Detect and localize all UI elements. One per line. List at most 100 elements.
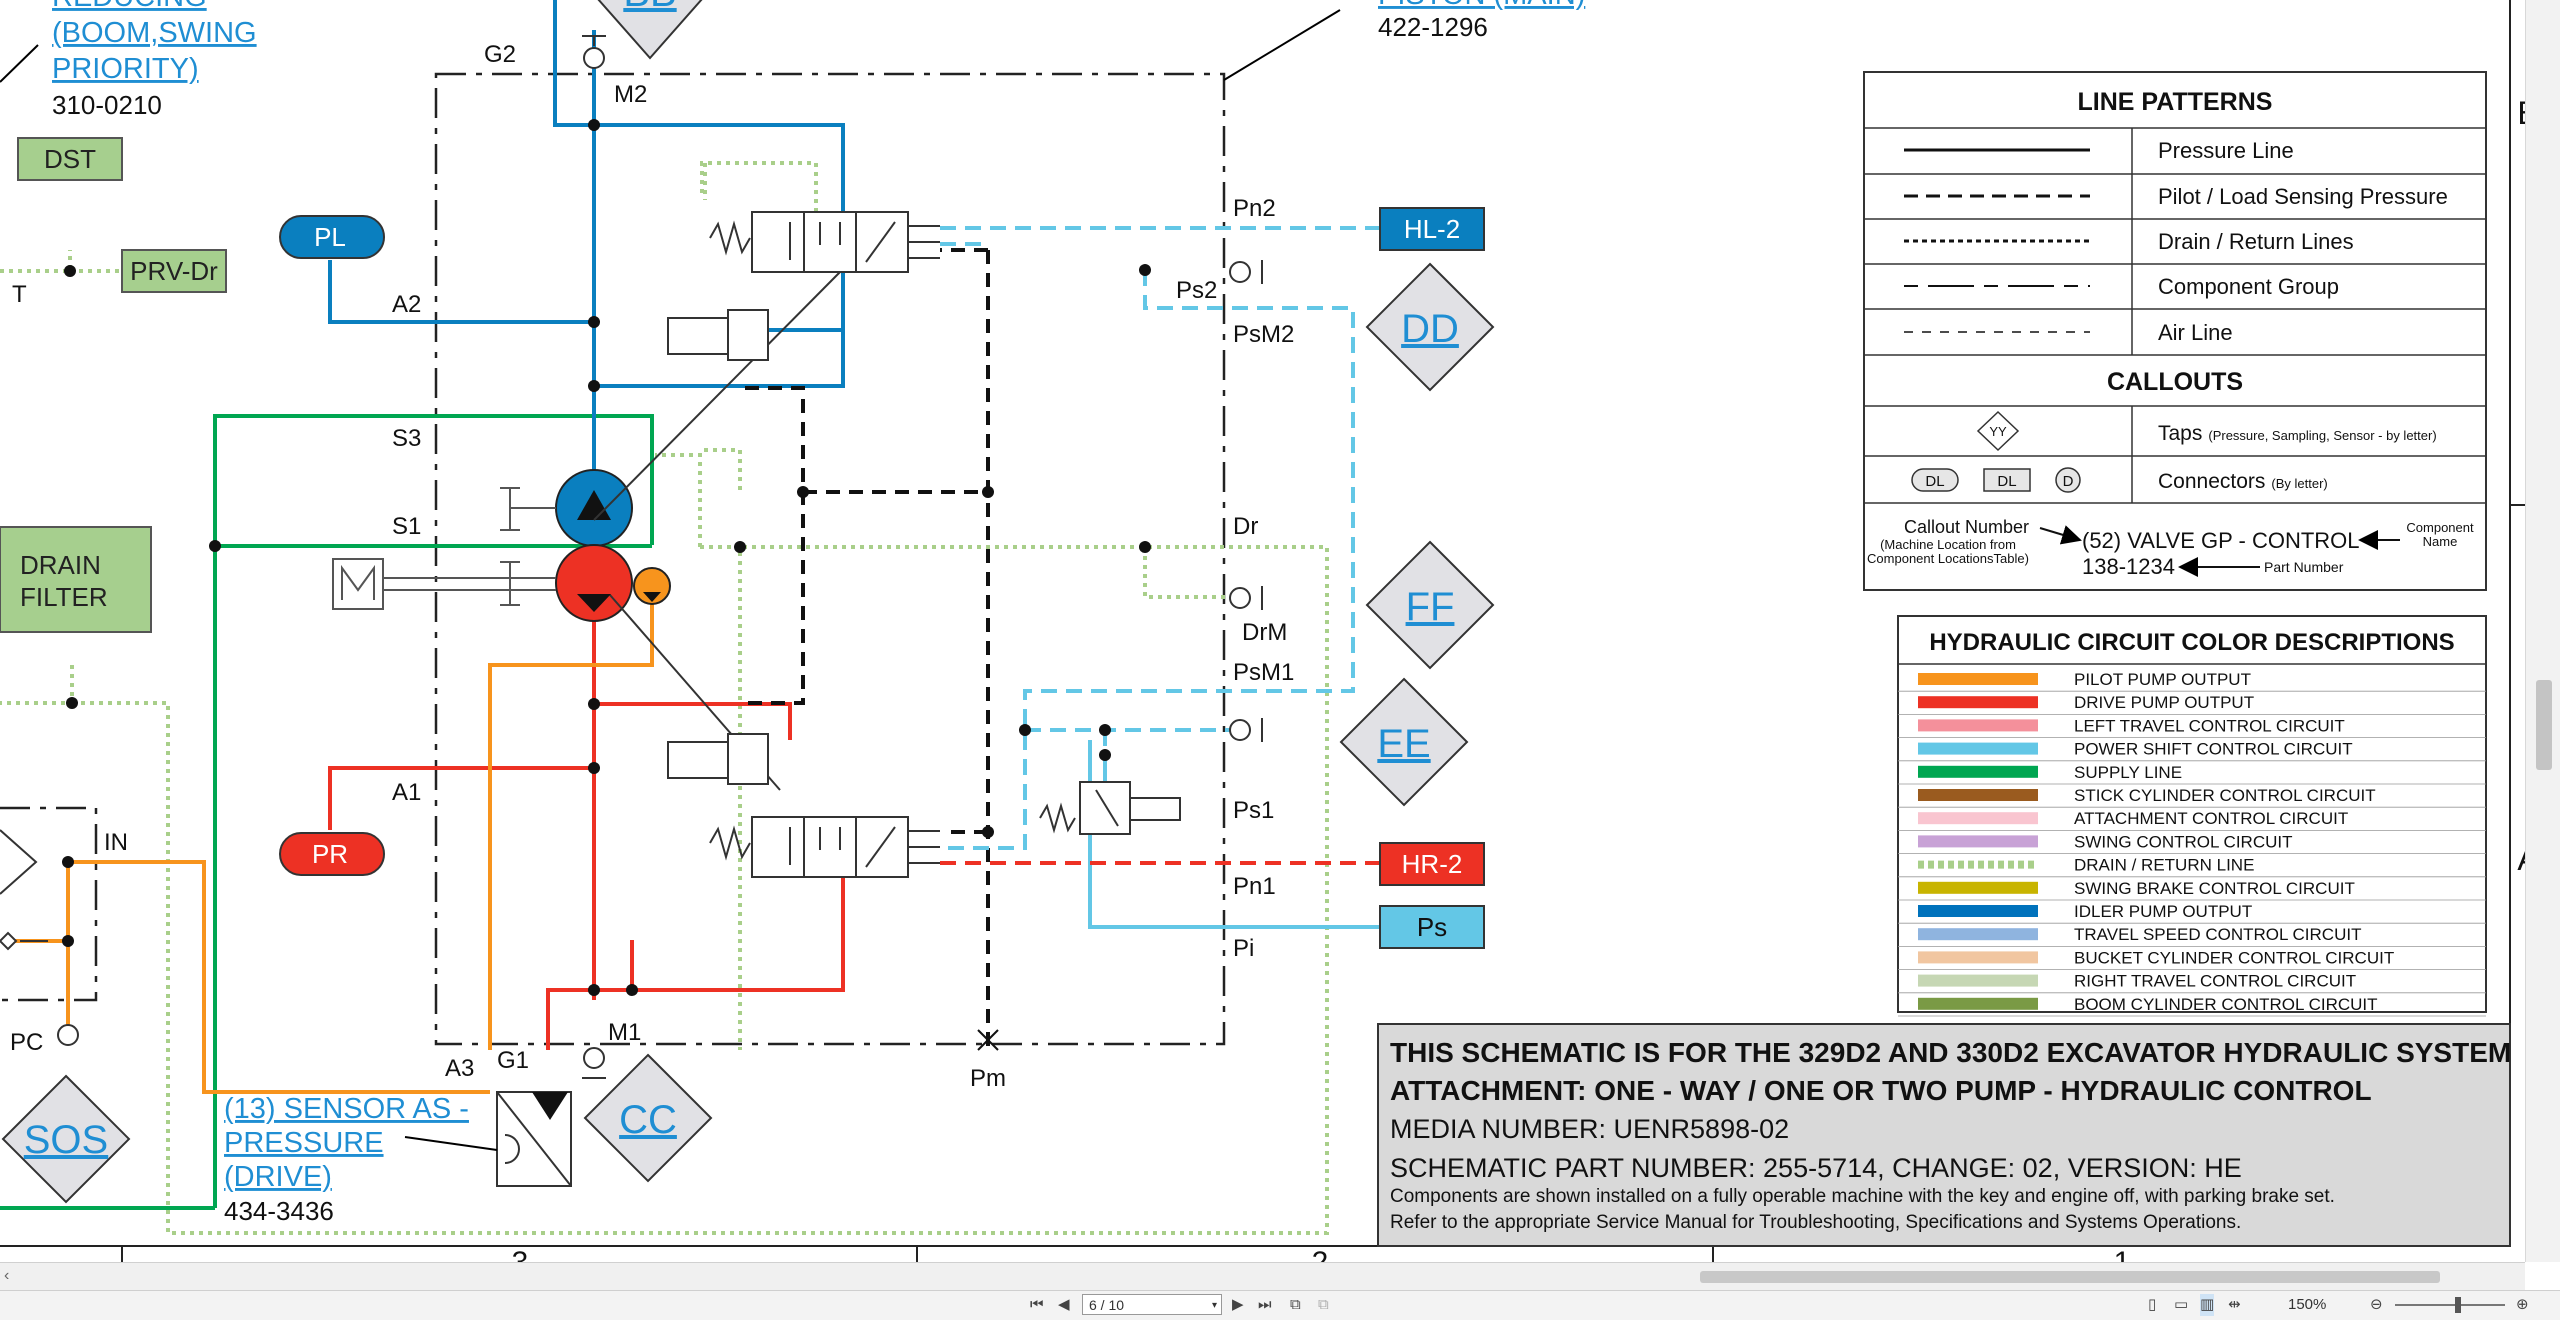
- sensor-link-2[interactable]: PRESSURE: [224, 1127, 384, 1159]
- pilot-pump: [633, 567, 671, 605]
- tap-sos[interactable]: SOS: [1, 1074, 131, 1204]
- paste-page-icon[interactable]: ⧉: [1318, 1296, 1329, 1313]
- pm-tap-cross-2: [977, 1029, 999, 1051]
- single-page-view-icon[interactable]: ▯: [2148, 1296, 2157, 1313]
- tap-dd-label: DD: [1401, 307, 1459, 351]
- tap-dd[interactable]: DD: [1365, 262, 1495, 392]
- callout-number-note-1: (Machine Location from: [1880, 537, 2016, 552]
- connector-dst[interactable]: DST: [17, 137, 123, 181]
- schematic-part-number: SCHEMATIC PART NUMBER: 255-5714, CHANGE:…: [1390, 1153, 2242, 1183]
- first-page-icon[interactable]: ⏮: [1030, 1296, 1044, 1313]
- sensor-link-3[interactable]: (DRIVE): [224, 1161, 332, 1193]
- color-row-label: POWER SHIFT CONTROL CIRCUIT: [2074, 740, 2353, 759]
- supply-lines: [0, 414, 654, 1210]
- horizontal-scrollbar[interactable]: ‹: [0, 1262, 2525, 1291]
- port-a3: A3: [445, 1055, 474, 1082]
- facing-view-icon[interactable]: ▥: [2200, 1294, 2215, 1316]
- port-psm1: PsM1: [1233, 659, 1294, 686]
- tap-ee-label: EE: [1377, 722, 1430, 766]
- port-ps2: Ps2: [1176, 277, 1217, 304]
- reducing-link-3[interactable]: PRIORITY): [52, 53, 199, 85]
- port-drm: DrM: [1242, 619, 1287, 646]
- callout-leader-piston: [1223, 9, 1341, 81]
- connector-prv-dr[interactable]: PRV-Dr: [121, 249, 227, 293]
- prev-page-icon[interactable]: ◀: [1058, 1296, 1070, 1313]
- tap-cc-label: CC: [619, 1098, 677, 1142]
- tap-ee[interactable]: EE: [1339, 677, 1469, 807]
- reducing-link-2[interactable]: (BOOM,SWING: [52, 17, 257, 49]
- connector-pr[interactable]: PR: [279, 832, 385, 876]
- check-valves: [57, 35, 1263, 1079]
- zoom-slider[interactable]: [2395, 1304, 2505, 1306]
- pump-shaft: [383, 487, 556, 606]
- port-m2: M2: [614, 81, 647, 108]
- title-line-1: THIS SCHEMATIC IS FOR THE 329D2 AND 330D…: [1390, 1037, 2511, 1068]
- color-row-label: PILOT PUMP OUTPUT: [2074, 670, 2251, 689]
- continuous-view-icon[interactable]: ▭: [2174, 1296, 2189, 1313]
- zoom-in-icon[interactable]: ⊕: [2516, 1296, 2529, 1313]
- next-page-icon[interactable]: ▶: [1232, 1296, 1244, 1313]
- port-in: IN: [104, 829, 128, 856]
- page-dropdown-icon[interactable]: ▾: [1211, 1300, 1217, 1311]
- callout-leader-reducing: [0, 44, 39, 83]
- vertical-scroll-thumb[interactable]: [2536, 680, 2552, 770]
- pilot-sensing-lines: [745, 248, 990, 1050]
- part-number-label: Part Number: [2264, 559, 2344, 575]
- zoom-out-icon[interactable]: ⊖: [2370, 1296, 2383, 1313]
- pressure-sensor-drive: [496, 1091, 572, 1187]
- connector-hr2[interactable]: HR-2: [1379, 842, 1485, 886]
- connector-dst-label: DST: [44, 144, 96, 174]
- note-2: Refer to the appropriate Service Manual …: [1390, 1212, 2241, 1233]
- connector-ps[interactable]: Ps: [1379, 905, 1485, 949]
- color-row-label: SWING CONTROL CIRCUIT: [2074, 832, 2292, 851]
- port-psm2: PsM2: [1233, 321, 1294, 348]
- zone-letter-a: A: [2517, 841, 2525, 877]
- connector-hl2-label: HL-2: [1404, 214, 1460, 244]
- aux-component-group: [0, 806, 98, 1002]
- color-swatch: [1918, 997, 2038, 1010]
- piston-link[interactable]: PISTON (MAIN): [1378, 0, 1585, 11]
- connector-symbol-1: DL: [1925, 473, 1944, 490]
- connector-pr-label: PR: [312, 839, 348, 869]
- connector-ps-label: Ps: [1417, 912, 1447, 942]
- horizontal-scroll-thumb[interactable]: [1700, 1271, 2440, 1283]
- color-swatch: [1918, 881, 2038, 894]
- color-swatch: [1918, 696, 2038, 709]
- port-labels: G2 M2 A2 S3 S1 A1 A3 G1 M1 Pm Pn2 Ps2 Ps…: [10, 41, 1294, 1092]
- connector-pl[interactable]: PL: [279, 215, 385, 259]
- port-g1: G1: [497, 1047, 529, 1074]
- last-page-icon[interactable]: ⏭: [1258, 1296, 1272, 1313]
- junction-dots: [62, 119, 1151, 996]
- color-descriptions-title: HYDRAULIC CIRCUIT COLOR DESCRIPTIONS: [1929, 629, 2454, 656]
- reducing-part-number: 310-0210: [52, 90, 162, 120]
- document-viewport[interactable]: DST PRV-Dr DRAIN FILTER PL PR HL-2 HR-2 …: [0, 0, 2525, 1262]
- fit-width-icon[interactable]: ⇹: [2228, 1296, 2241, 1313]
- color-row-label: RIGHT TRAVEL CONTROL CIRCUIT: [2074, 972, 2356, 991]
- drain-filter-label-2: FILTER: [20, 582, 108, 612]
- zoom-slider-knob[interactable]: [2455, 1297, 2461, 1313]
- callout-number-label: Callout Number: [1904, 517, 2029, 537]
- vertical-scrollbar[interactable]: [2525, 0, 2560, 1262]
- callout-number-note-2: Component LocationsTable): [1867, 551, 2029, 566]
- connector-drain-filter[interactable]: DRAIN FILTER: [0, 526, 152, 633]
- connectors-label: Connectors(By letter): [2158, 470, 2328, 493]
- power-shift-dashed-lines: [940, 226, 1380, 850]
- tap-cc[interactable]: CC: [583, 1053, 713, 1183]
- pattern-air: Air Line: [2158, 320, 2233, 345]
- color-row-label: BOOM CYLINDER CONTROL CIRCUIT: [2074, 995, 2378, 1014]
- tap-bb[interactable]: BB: [590, 0, 710, 60]
- connector-hl2[interactable]: HL-2: [1379, 207, 1485, 251]
- drive-pump: [555, 544, 633, 622]
- color-swatch: [1918, 905, 2038, 917]
- zone-number-1: 1: [2114, 1246, 2131, 1262]
- port-pi: Pi: [1233, 935, 1254, 962]
- pattern-pilot: Pilot / Load Sensing Pressure: [2158, 184, 2448, 209]
- page-number-field[interactable]: 6 / 10▾: [1082, 1294, 1222, 1315]
- tap-ff[interactable]: FF: [1365, 540, 1495, 670]
- port-g2: G2: [484, 41, 516, 68]
- sensor-link-1[interactable]: (13) SENSOR AS -: [224, 1093, 469, 1125]
- zone-number-2: 2: [1312, 1246, 1329, 1262]
- scroll-left-icon[interactable]: ‹: [4, 1267, 10, 1284]
- reducing-link-1[interactable]: REDUCING: [52, 0, 207, 13]
- copy-page-icon[interactable]: ⧉: [1290, 1296, 1301, 1313]
